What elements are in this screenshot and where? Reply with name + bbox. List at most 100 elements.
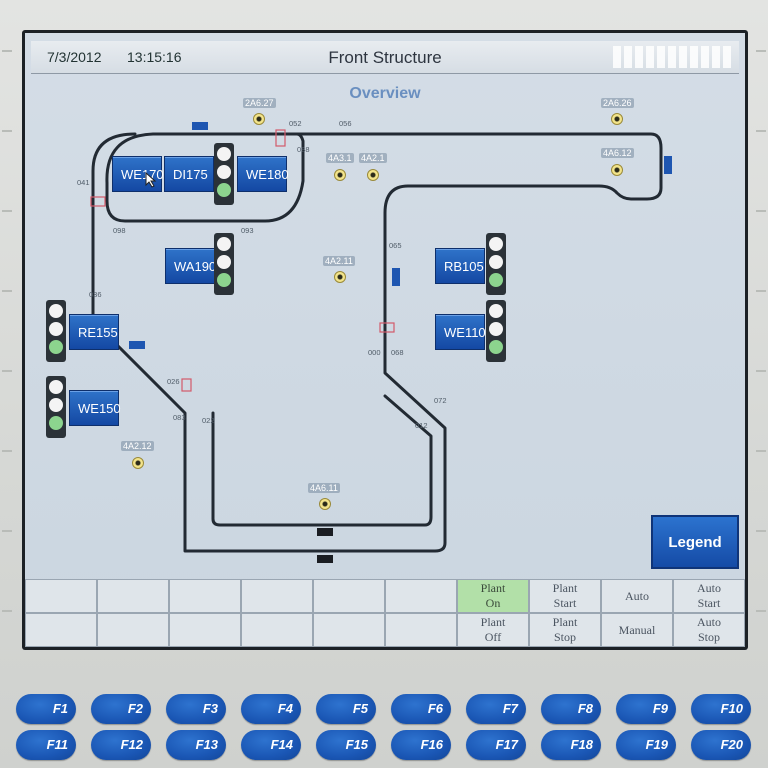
track-block bbox=[192, 122, 208, 130]
track-block bbox=[317, 528, 333, 536]
empty-cell bbox=[25, 579, 97, 613]
station-wa190-button[interactable]: WA190 bbox=[165, 248, 216, 284]
sensor-tag: 4A3.1 bbox=[326, 153, 354, 163]
lamp-green bbox=[217, 183, 231, 197]
lamp-top bbox=[49, 380, 63, 394]
sensor-indicator-icon[interactable] bbox=[253, 113, 265, 125]
f8-key[interactable]: F8 bbox=[541, 694, 601, 724]
track-block bbox=[129, 341, 145, 349]
sensor-tag: 4A2.11 bbox=[323, 256, 355, 266]
switch-marker bbox=[275, 129, 286, 147]
empty-cell bbox=[169, 579, 241, 613]
station-we110-button[interactable]: WE110 bbox=[435, 314, 486, 350]
auto-start-button[interactable]: Auto Start bbox=[673, 579, 745, 613]
empty-cell bbox=[385, 579, 457, 613]
station-di175-button[interactable]: DI175 bbox=[164, 156, 214, 192]
f3-key[interactable]: F3 bbox=[166, 694, 226, 724]
f4-key[interactable]: F4 bbox=[241, 694, 301, 724]
bezel-tick bbox=[756, 370, 766, 372]
track-label: 036 bbox=[89, 290, 102, 299]
lamp-mid bbox=[489, 255, 503, 269]
plant-on-button[interactable]: Plant On bbox=[457, 579, 529, 613]
bezel-tick bbox=[2, 130, 12, 132]
lamp-mid bbox=[489, 322, 503, 336]
lamp-green bbox=[489, 340, 503, 354]
f20-key[interactable]: F20 bbox=[691, 730, 751, 760]
bezel-tick bbox=[756, 50, 766, 52]
traffic-light bbox=[486, 233, 506, 295]
sensor-indicator-icon[interactable] bbox=[334, 271, 346, 283]
empty-cell bbox=[385, 613, 457, 647]
f13-key[interactable]: F13 bbox=[166, 730, 226, 760]
lamp-green bbox=[49, 416, 63, 430]
view-subtitle: Overview bbox=[349, 85, 421, 102]
track-label: 041 bbox=[77, 178, 90, 187]
track-label: 083 bbox=[173, 413, 186, 422]
plant-stop-button[interactable]: Plant Stop bbox=[529, 613, 601, 647]
switch-marker bbox=[181, 378, 192, 392]
f16-key[interactable]: F16 bbox=[391, 730, 451, 760]
traffic-light bbox=[214, 233, 234, 295]
traffic-light bbox=[46, 300, 66, 362]
f11-key[interactable]: F11 bbox=[16, 730, 76, 760]
sensor-indicator-icon[interactable] bbox=[611, 113, 623, 125]
lamp-mid bbox=[49, 398, 63, 412]
f15-key[interactable]: F15 bbox=[316, 730, 376, 760]
plant-off-button[interactable]: Plant Off bbox=[457, 613, 529, 647]
empty-cell bbox=[313, 579, 385, 613]
auto-stop-button[interactable]: Auto Stop bbox=[673, 613, 745, 647]
track-label: 000 bbox=[368, 348, 381, 357]
lamp-top bbox=[217, 147, 231, 161]
bezel-tick bbox=[2, 610, 12, 612]
bezel-tick bbox=[2, 290, 12, 292]
track-label: 012 bbox=[415, 421, 428, 430]
f1-key[interactable]: F1 bbox=[16, 694, 76, 724]
bezel-tick bbox=[2, 210, 12, 212]
empty-cell bbox=[25, 613, 97, 647]
station-rb105-button[interactable]: RB105 bbox=[435, 248, 485, 284]
track-label: 026 bbox=[167, 377, 180, 386]
traffic-light bbox=[46, 376, 66, 438]
sensor-indicator-icon[interactable] bbox=[367, 169, 379, 181]
track-label: 093 bbox=[241, 226, 254, 235]
track-label: 088 bbox=[297, 145, 310, 154]
f12-key[interactable]: F12 bbox=[91, 730, 151, 760]
sensor-indicator-icon[interactable] bbox=[319, 498, 331, 510]
control-grid: Plant On Plant Start Auto Auto Start Pla… bbox=[25, 579, 745, 647]
lamp-top bbox=[489, 237, 503, 251]
sensor-tag: 4A2.12 bbox=[121, 441, 154, 451]
f17-key[interactable]: F17 bbox=[466, 730, 526, 760]
lamp-mid bbox=[217, 165, 231, 179]
track-label: 052 bbox=[289, 119, 302, 128]
sensor-indicator-icon[interactable] bbox=[132, 457, 144, 469]
manual-button[interactable]: Manual bbox=[601, 613, 673, 647]
legend-button[interactable]: Legend bbox=[651, 515, 739, 569]
sensor-indicator-icon[interactable] bbox=[611, 164, 623, 176]
plant-start-button[interactable]: Plant Start bbox=[529, 579, 601, 613]
sensor-tag: 2A6.26 bbox=[601, 98, 634, 108]
f19-key[interactable]: F19 bbox=[616, 730, 676, 760]
f7-key[interactable]: F7 bbox=[466, 694, 526, 724]
traffic-light bbox=[486, 300, 506, 362]
empty-cell bbox=[241, 613, 313, 647]
station-re155-button[interactable]: RE155 bbox=[69, 314, 119, 350]
f5-key[interactable]: F5 bbox=[316, 694, 376, 724]
track-label: 098 bbox=[113, 226, 126, 235]
sensor-indicator-icon[interactable] bbox=[334, 169, 346, 181]
f9-key[interactable]: F9 bbox=[616, 694, 676, 724]
mouse-cursor-icon bbox=[145, 172, 157, 188]
station-we180-button[interactable]: WE180 bbox=[237, 156, 289, 192]
f6-key[interactable]: F6 bbox=[391, 694, 451, 724]
hmi-screen: 7/3/2012 13:15:16 Front Structure Overvi… bbox=[22, 30, 748, 650]
f14-key[interactable]: F14 bbox=[241, 730, 301, 760]
lamp-top bbox=[489, 304, 503, 318]
lamp-mid bbox=[217, 255, 231, 269]
f18-key[interactable]: F18 bbox=[541, 730, 601, 760]
f2-key[interactable]: F2 bbox=[91, 694, 151, 724]
auto-button[interactable]: Auto bbox=[601, 579, 673, 613]
lamp-top bbox=[49, 304, 63, 318]
f10-key[interactable]: F10 bbox=[691, 694, 751, 724]
brand-logo bbox=[613, 46, 731, 68]
traffic-light bbox=[214, 143, 234, 205]
station-we150-button[interactable]: WE150 bbox=[69, 390, 121, 426]
